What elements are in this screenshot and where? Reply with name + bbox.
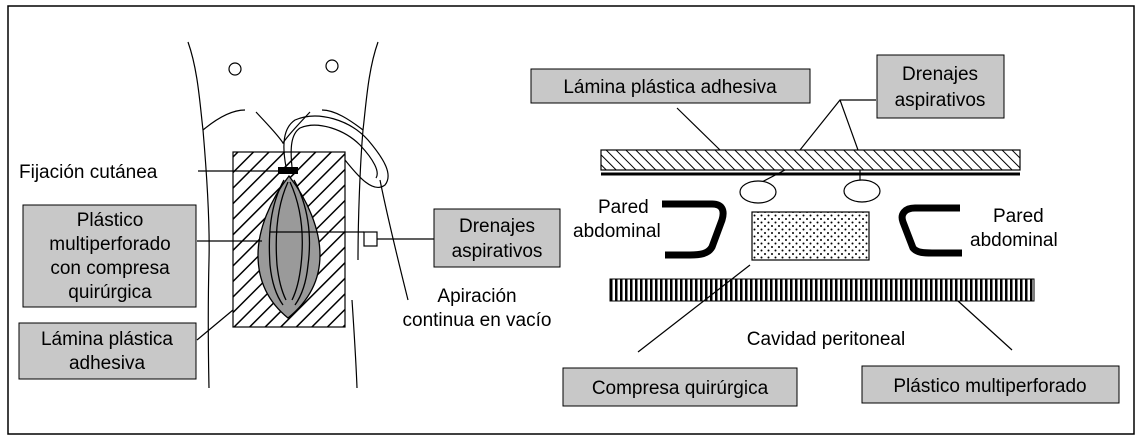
compresa-leader xyxy=(637,264,751,353)
label-box-lamina-right xyxy=(530,68,811,104)
label-plastico-line3: con compresa xyxy=(50,258,170,279)
torso-right-lower xyxy=(351,299,358,389)
drain-tube-right-inner xyxy=(289,181,303,301)
armpit-left xyxy=(202,109,246,131)
torso-left-outline xyxy=(187,41,210,389)
label-drenajes-right-line1: Drenajes xyxy=(902,64,978,85)
label-fijacion: Fijación cutánea xyxy=(19,162,158,183)
label-compresa: Compresa quirúrgica xyxy=(592,378,769,399)
abdominal-wall-right xyxy=(898,204,962,257)
label-drenajes-left-line2: aspirativos xyxy=(452,241,543,262)
surgical-compress xyxy=(751,211,870,261)
label-plastico-line2: multiperforado xyxy=(49,234,170,255)
adhesive-layer-bar xyxy=(600,149,1021,171)
external-tubes xyxy=(283,115,409,301)
drenajes-right-leader xyxy=(799,99,876,151)
label-pared-left-line1: Pared xyxy=(598,197,649,218)
label-plastico-right: Plástico multiperforado xyxy=(893,376,1086,397)
torso-right-outline xyxy=(357,41,379,261)
lamina-left-leader xyxy=(196,309,234,341)
skin-fixation-clip xyxy=(278,167,298,174)
body-figure xyxy=(187,41,379,389)
label-pared-right-line2: abdominal xyxy=(970,230,1058,251)
outer-frame xyxy=(7,5,1135,435)
label-pared-left-line2: abdominal xyxy=(573,221,661,242)
label-drenajes-left-line1: Drenajes xyxy=(459,216,535,237)
drain-connector xyxy=(363,231,378,247)
drain-tube-right-outer xyxy=(293,179,311,306)
label-pared-right-line1: Pared xyxy=(993,206,1044,227)
label-box-lamina-left xyxy=(18,322,197,380)
label-drenajes-right-line2: aspirativos xyxy=(895,90,986,111)
navel-v xyxy=(255,111,311,145)
label-box-plastico-right xyxy=(861,365,1120,404)
tube-loop-inner xyxy=(290,124,378,179)
label-plastico-line4: quirúrgica xyxy=(68,282,152,303)
label-apiracion-line1: Apiración xyxy=(437,286,516,307)
label-box-drenajes-left xyxy=(433,208,561,268)
drain-section-right xyxy=(843,179,881,203)
tube-loop-outer xyxy=(283,115,389,188)
drain-tube-left-inner xyxy=(275,181,289,301)
label-box-plastico xyxy=(22,204,197,308)
drain-tube-left-outer xyxy=(268,179,285,306)
multiperforated-plastic-bar xyxy=(609,278,1035,302)
label-lamina-right: Lámina plástica adhesiva xyxy=(563,77,777,98)
drain-section-left xyxy=(739,180,777,204)
label-apiracion-line2: continua en vacío xyxy=(403,310,552,331)
armpit-right xyxy=(321,109,364,131)
lamina-right-leader xyxy=(676,107,721,151)
label-box-compresa xyxy=(562,367,798,407)
label-lamina-left-line2: adhesiva xyxy=(69,353,145,374)
plastico-right-leader xyxy=(957,300,1013,351)
label-lamina-left-line1: Lámina plástica xyxy=(41,329,173,350)
abdominal-wall-left xyxy=(662,200,727,259)
label-box-drenajes-right xyxy=(876,54,1005,119)
nipple-right xyxy=(325,59,339,73)
drain-tubes-in-wound xyxy=(268,179,311,306)
label-cavidad: Cavidad peritoneal xyxy=(747,329,905,350)
nipple-left xyxy=(228,62,242,76)
label-plastico-line1: Plástico xyxy=(77,210,144,231)
tube-to-floor xyxy=(379,179,409,301)
